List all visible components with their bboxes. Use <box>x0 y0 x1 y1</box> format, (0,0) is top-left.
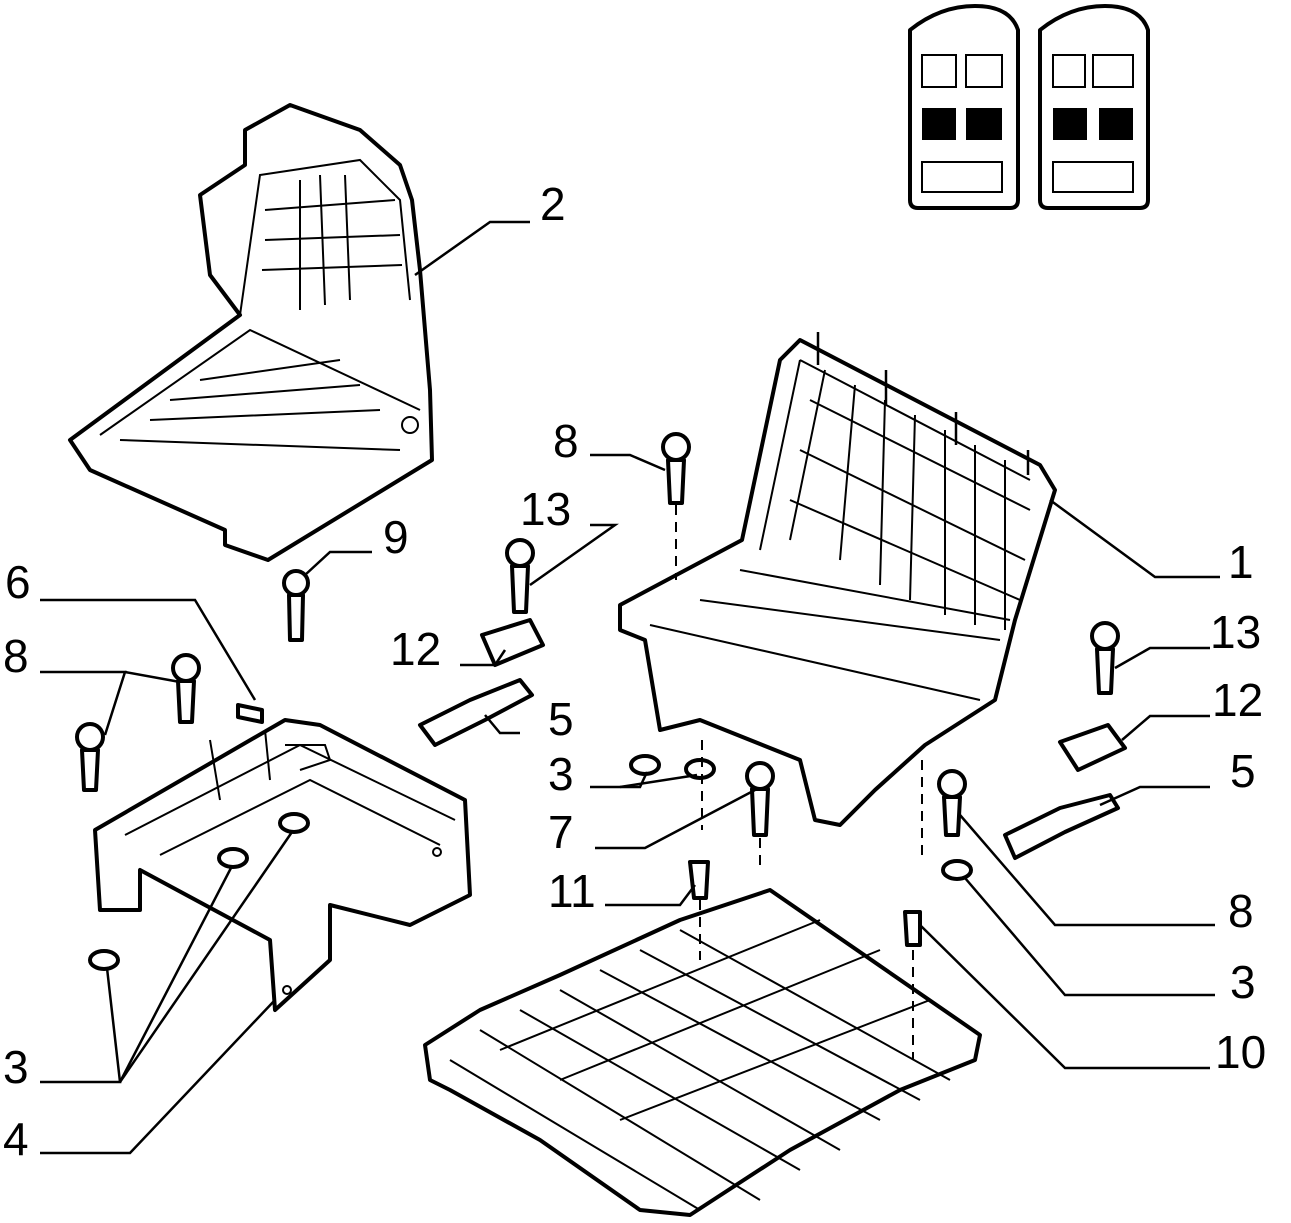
callout-6: 6 <box>5 556 31 608</box>
callout-3-left: 3 <box>3 1041 29 1093</box>
callout-4: 4 <box>3 1113 29 1165</box>
callout-10: 10 <box>1215 1026 1266 1078</box>
callout-8-right: 8 <box>1228 885 1254 937</box>
callout-8-top: 8 <box>553 415 579 467</box>
callout-12-left: 12 <box>390 623 441 675</box>
callout-9: 9 <box>383 511 409 563</box>
leader-lines <box>40 220 1220 1155</box>
callout-1: 1 <box>1228 536 1254 588</box>
callout-5-right: 5 <box>1230 745 1256 797</box>
callout-2: 2 <box>540 178 566 230</box>
pin-6-icon <box>236 703 264 724</box>
vehicle-seat-layout-icon <box>908 4 1150 210</box>
callout-7: 7 <box>548 806 574 858</box>
pin-11-icon <box>688 860 710 900</box>
callout-3-middle: 3 <box>548 748 574 800</box>
callout-12-right: 12 <box>1212 674 1263 726</box>
screw-7-icon <box>745 761 775 837</box>
screw-8-icon <box>75 432 967 837</box>
callout-labels: 2 1 9 6 8 8 13 13 12 12 5 5 3 7 11 8 3 1… <box>3 178 1266 1165</box>
seat-base-frame <box>93 718 472 1012</box>
double-seat-frame <box>618 332 1057 827</box>
bracket-5-icon <box>418 678 1120 860</box>
floor-panel <box>423 888 982 1217</box>
screw-13-icon <box>505 538 1120 695</box>
callout-8-left: 8 <box>3 630 29 682</box>
callout-13-left: 13 <box>520 483 571 535</box>
callout-5-left: 5 <box>548 693 574 745</box>
bracket-12-icon <box>480 618 1127 772</box>
callout-3-right: 3 <box>1230 956 1256 1008</box>
pin-10-icon <box>903 910 922 947</box>
single-seat-frame <box>68 103 434 562</box>
callout-11: 11 <box>548 865 596 917</box>
assembly-guides <box>675 505 923 1060</box>
washer-3-icon <box>88 754 973 971</box>
screw-9-icon <box>282 569 310 642</box>
callout-13-right: 13 <box>1210 606 1261 658</box>
